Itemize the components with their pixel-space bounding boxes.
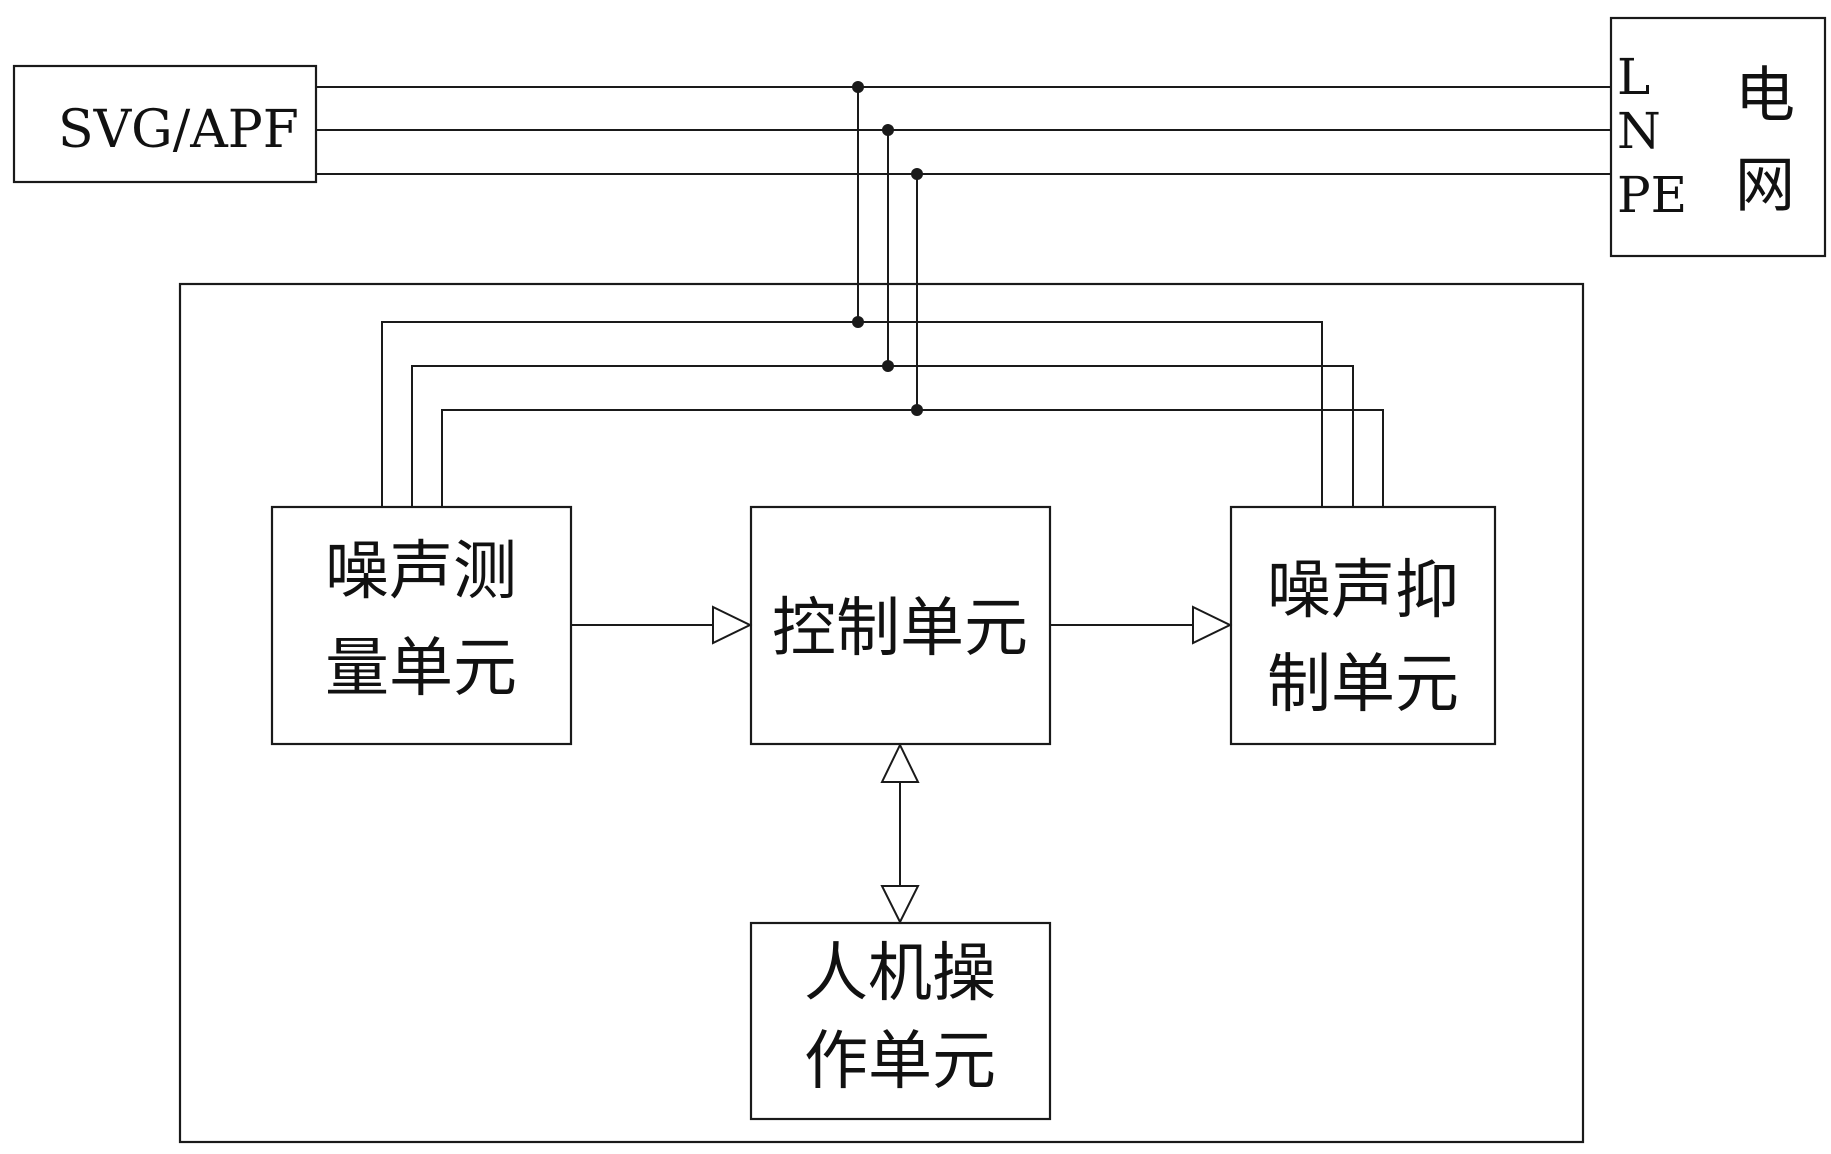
noise-suppression-label-line2: 制单元: [1267, 648, 1459, 722]
grid-line-label-pe: PE: [1617, 166, 1687, 224]
junction-dot: [852, 81, 864, 93]
grid-line-label-l: L: [1617, 48, 1650, 106]
grid-box: [1609, 16, 1827, 258]
hmi-label-line1: 人机操: [804, 937, 996, 1011]
noise-suppression-label-line1: 噪声抑: [1267, 554, 1459, 628]
junction-dot: [852, 316, 864, 328]
noise-measurement-label-line1: 噪声测: [325, 535, 517, 609]
noise-measurement-unit-box: [270, 505, 573, 746]
junction-dot: [882, 360, 894, 372]
grid-title-line2: 网: [1735, 151, 1795, 221]
grid-title-line1: 电: [1735, 61, 1795, 131]
arrowhead-to-control: [880, 742, 920, 783]
control-unit-label: 控制单元: [772, 592, 1028, 666]
junction-dot: [882, 124, 894, 136]
arrowhead-control-to-suppression: [1192, 605, 1233, 645]
hmi-label-line2: 作单元: [804, 1025, 996, 1099]
svg-apf-label: SVG/APF: [58, 100, 299, 160]
grid-line-label-n: N: [1617, 102, 1661, 160]
svg-apf-box: [12, 64, 318, 184]
noise-measurement-label-line2: 量单元: [325, 632, 517, 706]
arrowhead-to-hmi: [880, 885, 920, 925]
junction-dot: [911, 168, 923, 180]
noise-suppression-unit-box: [1229, 505, 1497, 746]
arrowhead-measurement-to-control: [712, 605, 753, 645]
junction-dot: [911, 404, 923, 416]
